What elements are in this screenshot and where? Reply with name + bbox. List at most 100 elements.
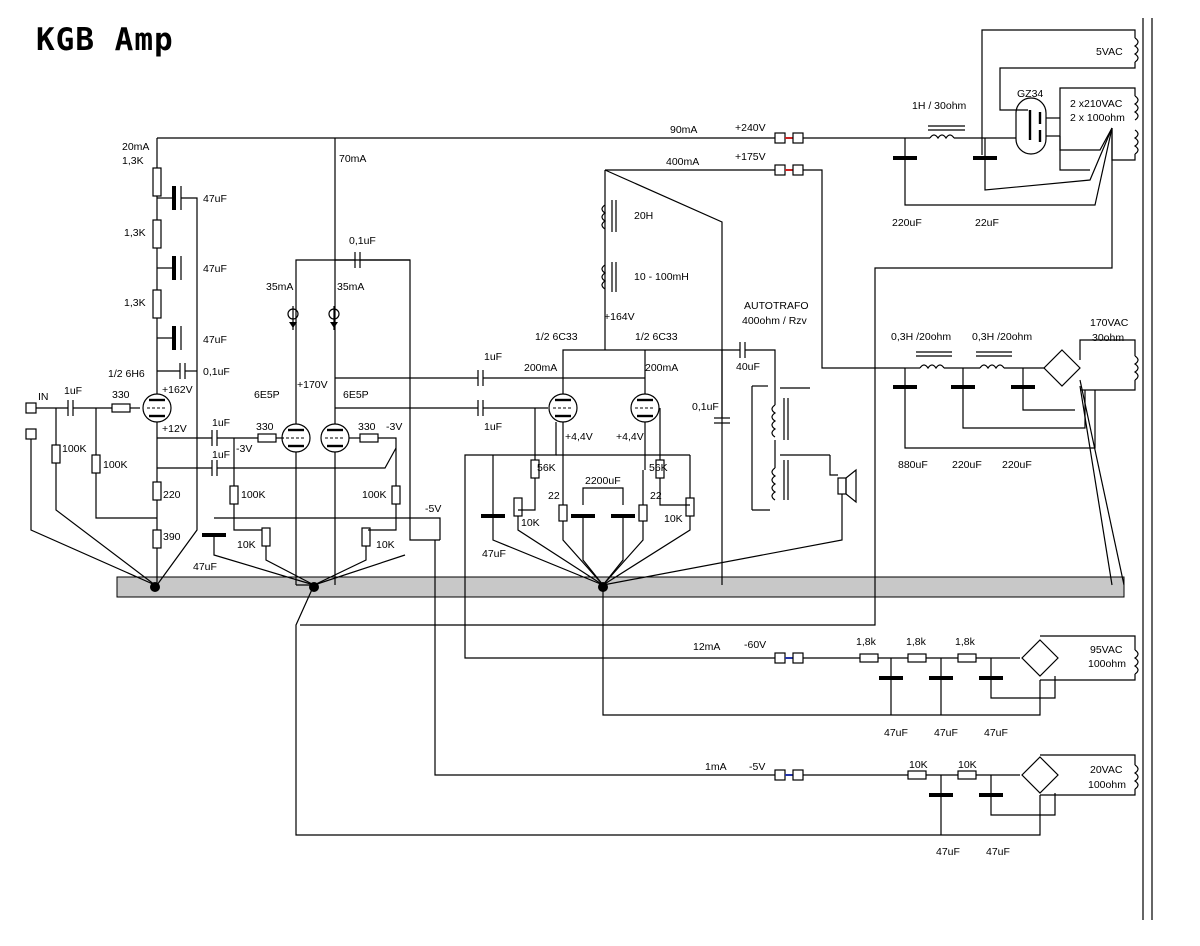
label-ma1: 1mA [705,761,727,773]
label-c1uc: 1uF [484,351,502,363]
label-p10kb: 10K [376,539,395,551]
label-c47c: 47uF [203,334,227,346]
label-c220b: 220uF [952,459,982,471]
label-r56b: 56K [649,462,668,474]
bridge-rectifier-20 [1021,756,1059,794]
label-r22a: 22 [548,490,560,502]
transformer-secondaries [981,29,1139,796]
label-in: IN [38,391,49,403]
label-c47f: 47uF [884,727,908,739]
label-r56a: 56K [537,462,556,474]
label-vm3b: -3V [386,421,402,433]
label-v44a: +4,4V [565,431,593,443]
label-r18c: 1,8k [955,636,976,648]
ht-rail-240v [157,125,1016,160]
label-v12: +12V [162,423,187,435]
label-ma90: 90mA [670,124,697,136]
label-l1h: 1H / 30ohm [912,100,967,112]
output-stage-6c33 [464,169,857,659]
label-r100kb: 100K [362,489,387,501]
label-ma70: 70mA [339,153,366,165]
label-gz34: GZ34 [1017,88,1043,100]
label-ma20: 20mA [122,141,149,153]
label-r10ka: 10K [909,759,928,771]
label-vac170: 170VAC [1090,317,1129,329]
label-c47b: 47uF [203,263,227,275]
label-v164: +164V [604,311,635,323]
label-c47e: 47uF [482,548,506,560]
ground-node-driver [309,582,319,592]
label-ma200a: 200mA [524,362,557,374]
label-vm3a: -3V [236,443,252,455]
label-v44b: +4,4V [616,431,644,443]
label-ohm100b: 100ohm [1088,658,1126,670]
component-labels: IN 1uF 330 100K 100K 20mA 1,3K 1,3K 1,3K… [38,46,1129,858]
label-c1ub: 1uF [212,449,230,461]
label-ma200b: 200mA [645,362,678,374]
label-c1ua: 1uF [212,417,230,429]
label-6e5pb: 6E5P [343,389,369,401]
label-ma35b: 35mA [337,281,364,293]
label-v162: +162V [162,384,193,396]
label-r220: 220 [163,489,181,501]
label-vm5a: -5V [425,503,441,515]
label-c40: 40uF [736,361,760,373]
label-ma12: 12mA [693,641,720,653]
label-vac210: 2 x210VAC [1070,98,1123,110]
label-p10kc: 10K [521,517,540,529]
label-c220a: 220uF [892,217,922,229]
label-r330b: 330 [358,421,376,433]
label-ohm100: 2 x 100ohm [1070,112,1125,124]
label-l03b: 0,3H /20ohm [972,331,1032,343]
label-ohm100c: 100ohm [1088,779,1126,791]
label-6c33a: 1/2 6C33 [535,331,578,343]
label-6e5pa: 6E5P [254,389,280,401]
label-l10: 10 - 100mH [634,271,689,283]
label-r-g1: 100K [62,443,87,455]
label-vac5: 5VAC [1096,46,1123,58]
label-r22b: 22 [650,490,662,502]
bias-supply-60v [602,585,1059,716]
label-c880: 880uF [898,459,928,471]
label-vac20: 20VAC [1090,764,1123,776]
bridge-rectifier-170 [1043,349,1081,387]
label-r390: 390 [163,531,181,543]
bias-supply-5v [295,540,1059,836]
label-r-g2: 100K [103,459,128,471]
power-transformer-core [1142,18,1153,920]
label-c220c: 220uF [1002,459,1032,471]
label-auto1: AUTOTRAFO [744,300,809,312]
label-r100ka: 100K [241,489,266,501]
gz34-rectifier-tube [904,97,1113,206]
ground-node-input [150,582,160,592]
choke-filter-170vac [300,128,1125,626]
label-c01c: 0,1uF [692,401,719,413]
label-r18a: 1,8k [856,636,877,648]
ground-bus [116,576,1125,598]
label-c-in: 1uF [64,385,82,397]
label-c47h: 47uF [984,727,1008,739]
ht-rail-175v [605,164,905,369]
label-c47a: 47uF [203,193,227,205]
label-r18b: 1,8k [906,636,927,648]
label-ohm30: 30ohm [1092,332,1124,344]
label-auto2: 400ohm / Rzv [742,315,808,327]
bridge-rectifier-95 [1021,639,1059,677]
label-p10kd: 10K [664,513,683,525]
label-c47d: 47uF [193,561,217,573]
label-c47i: 47uF [936,846,960,858]
label-r10kb: 10K [958,759,977,771]
input-stage [25,138,212,586]
label-vac95: 95VAC [1090,644,1123,656]
label-c2200: 2200uF [585,475,621,487]
label-ma400: 400mA [666,156,699,168]
label-c1ud: 1uF [484,421,502,433]
label-c01a: 0,1uF [203,366,230,378]
driver-stage-6e5p [202,138,478,586]
label-vm5b: -5V [749,761,765,773]
label-l03a: 0,3H /20ohm [891,331,951,343]
label-r13a: 1,3K [122,155,144,167]
label-ma35a: 35mA [266,281,293,293]
label-c47j: 47uF [986,846,1010,858]
